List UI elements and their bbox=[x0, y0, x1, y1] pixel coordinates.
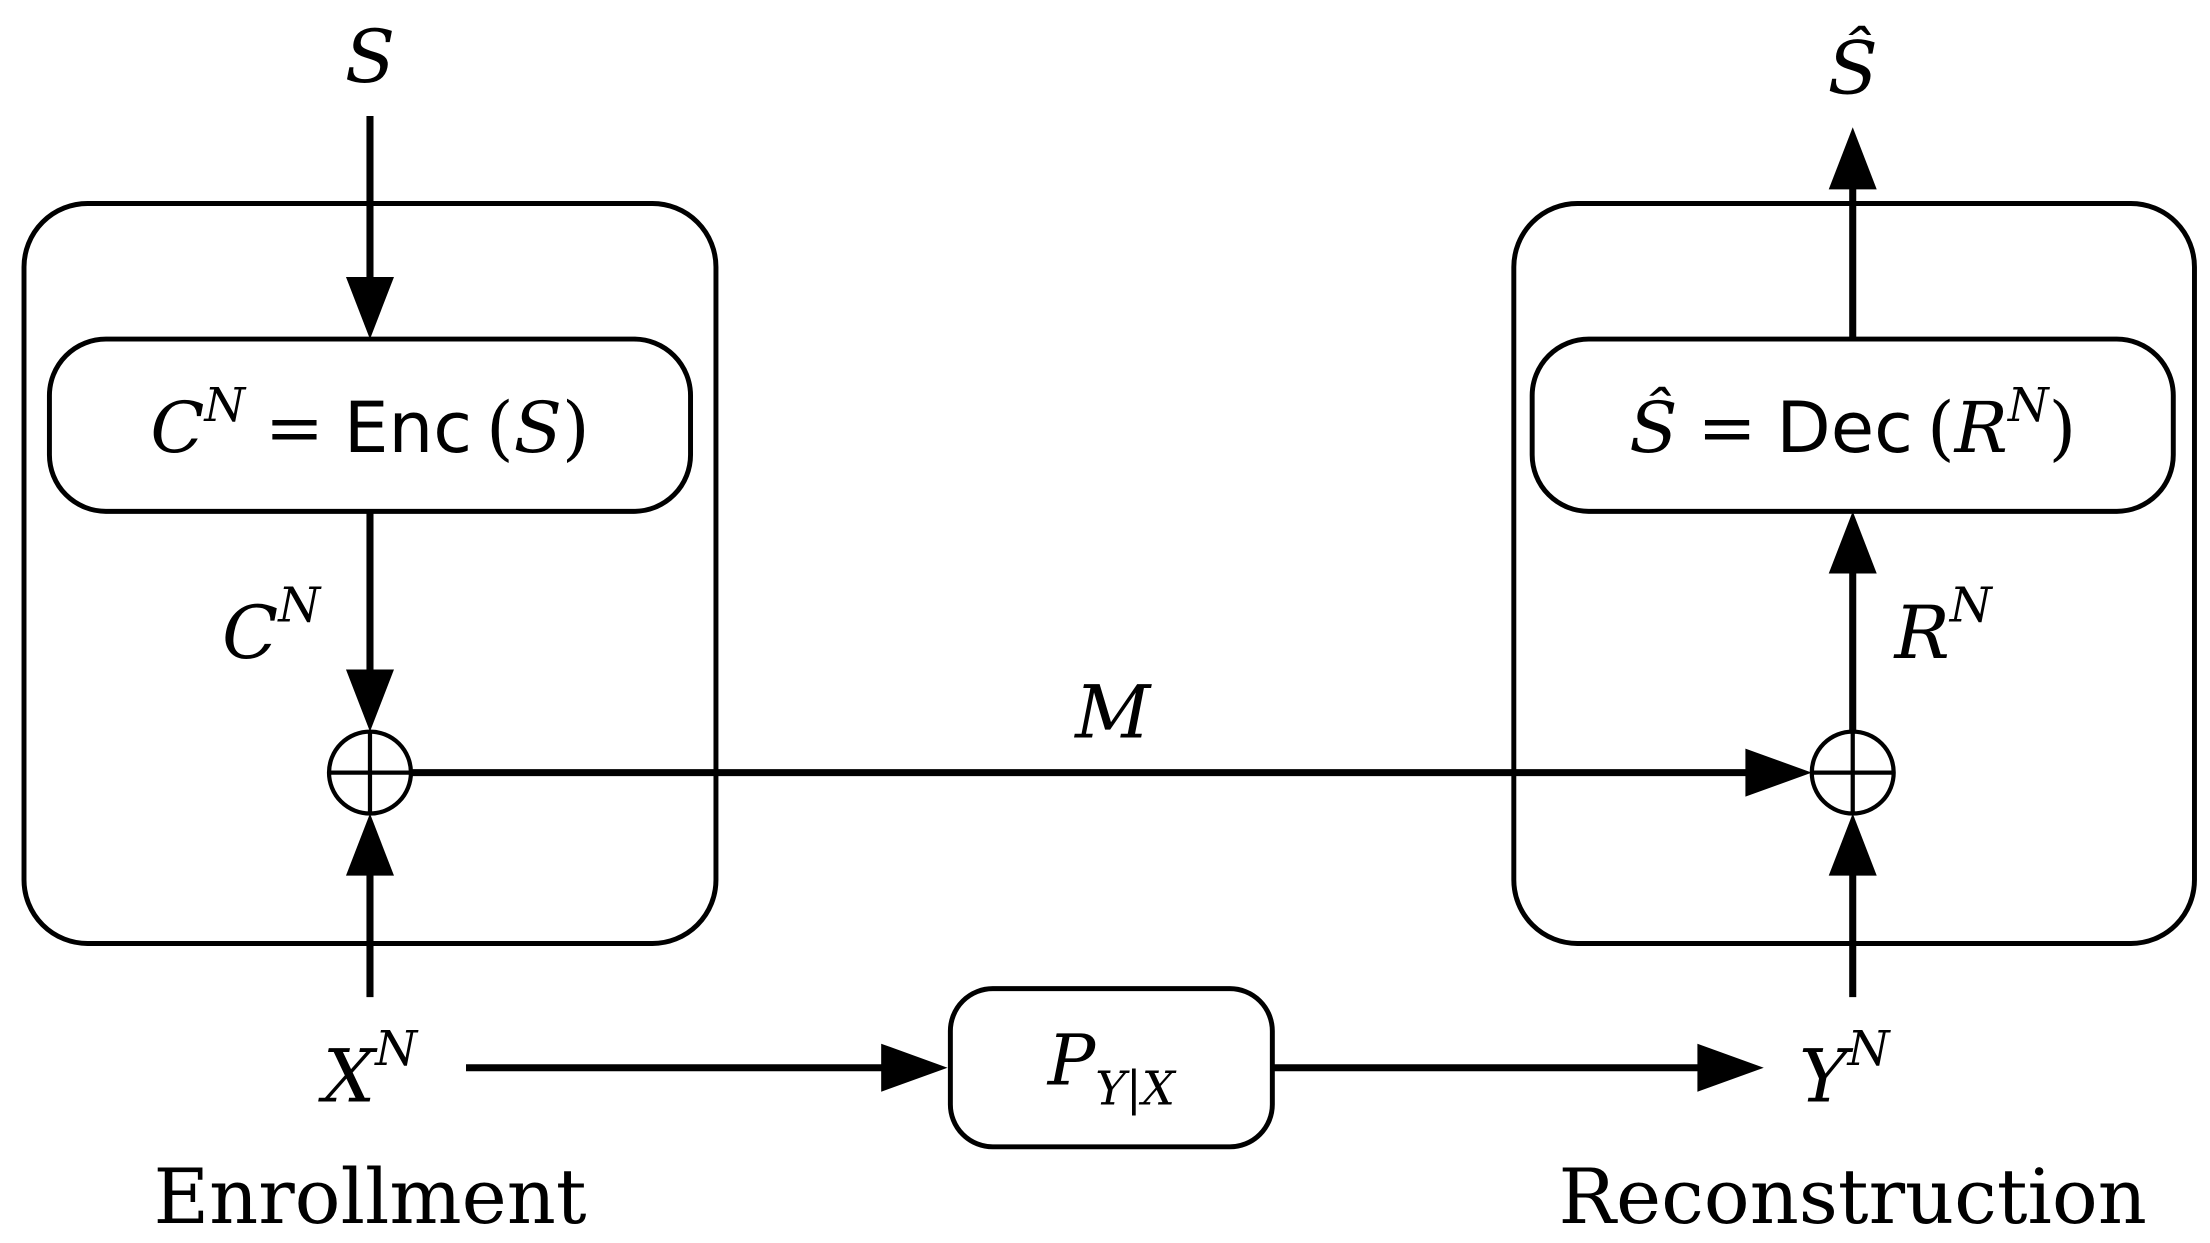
label-codeword: CN bbox=[222, 578, 322, 677]
arrowhead-x-to-channel bbox=[881, 1043, 948, 1092]
circled-plus-icon bbox=[326, 729, 414, 816]
label-message: M bbox=[1073, 670, 1152, 755]
label-secret-estimate: Ŝ bbox=[1828, 24, 1878, 111]
arrowhead-message bbox=[1745, 748, 1812, 797]
arrowhead-y-to-xor bbox=[1828, 813, 1877, 876]
arrowhead-encoder-to-xor bbox=[345, 669, 394, 732]
circled-plus-icon bbox=[1809, 729, 1896, 816]
arrowhead-decoder-to-output bbox=[1828, 127, 1877, 190]
arrowhead-xor-to-decoder bbox=[1828, 511, 1877, 574]
label-secret-input: S bbox=[345, 15, 395, 100]
arrowhead-x-to-xor bbox=[345, 813, 394, 876]
label-residual: RN bbox=[1892, 578, 1993, 677]
label-x-sequence: XN bbox=[318, 1021, 419, 1120]
encoder-formula: CN=Enc(S) bbox=[150, 378, 589, 469]
arrowhead-channel-to-y bbox=[1697, 1043, 1764, 1092]
caption-reconstruction: Reconstruction bbox=[1559, 1152, 2147, 1241]
arrowhead-s-to-encoder bbox=[345, 276, 394, 340]
label-y-sequence: YN bbox=[1799, 1021, 1891, 1120]
decoder-formula: Ŝ=Dec(RN) bbox=[1629, 378, 2076, 469]
caption-enrollment: Enrollment bbox=[153, 1152, 586, 1241]
channel-label: PY|X bbox=[1046, 1019, 1177, 1116]
